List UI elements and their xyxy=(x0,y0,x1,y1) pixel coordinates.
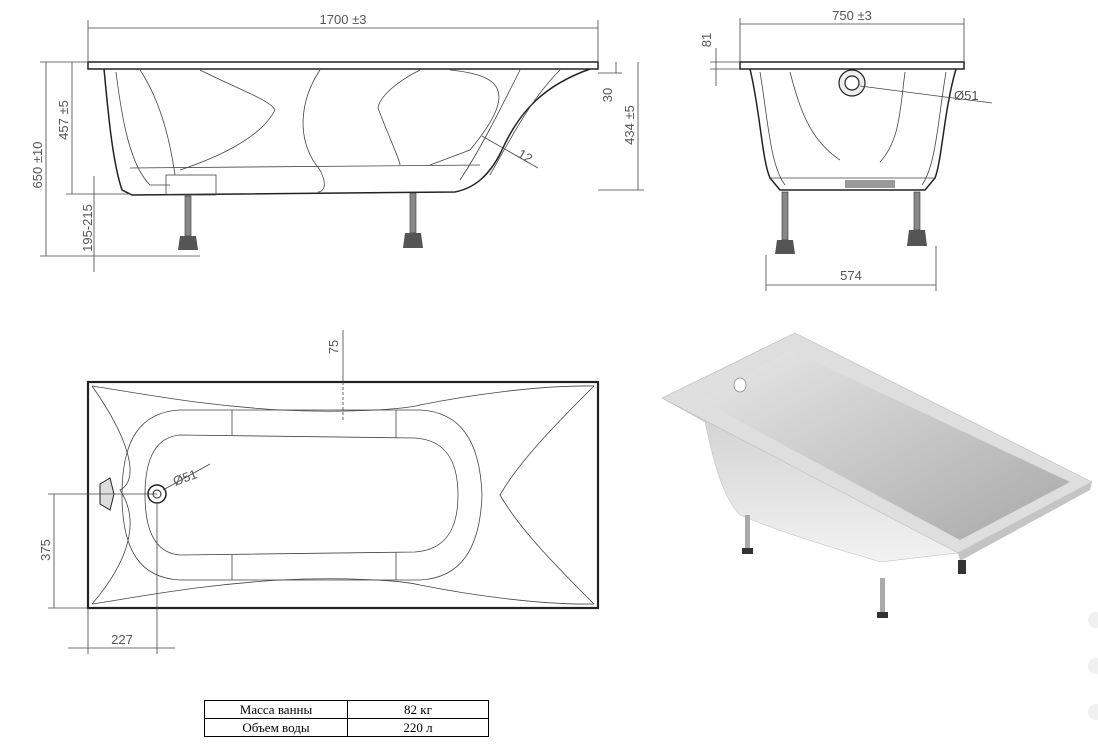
top-view: 75 Ø51 375 227 xyxy=(38,330,600,654)
dim-side-depth: 457 ±5 xyxy=(56,100,71,140)
dim-front-legs: 574 xyxy=(840,268,862,283)
side-control-button[interactable] xyxy=(1088,658,1098,674)
dim-top-drain: Ø51 xyxy=(171,466,199,489)
dim-side-legs: 195-215 xyxy=(80,204,95,252)
front-legs xyxy=(775,191,927,254)
dim-top-rim: 75 xyxy=(326,340,341,354)
dim-top-drain-y: 375 xyxy=(38,539,53,561)
table-row: Масса ванны 82 кг xyxy=(204,700,489,719)
side-control-button[interactable] xyxy=(1088,612,1098,628)
spec-value: 82 кг xyxy=(347,700,489,719)
side-legs xyxy=(178,192,423,250)
dim-side-rim: 30 xyxy=(600,88,615,102)
dim-side-wall: 12 xyxy=(515,146,535,166)
dim-side-length: 1700 ±3 xyxy=(320,12,367,27)
spec-label: Объем воды xyxy=(204,718,348,737)
dim-front-width: 750 ±3 xyxy=(832,8,872,23)
side-view: 1700 ±3 650 ±10 457 ±5 195-215 30 434 ±5… xyxy=(30,12,644,272)
dim-side-inner-depth: 434 ±5 xyxy=(622,105,637,145)
dim-front-rim: 81 xyxy=(699,33,714,47)
front-view: 750 ±3 81 Ø51 574 xyxy=(699,8,993,291)
side-controls xyxy=(1088,612,1098,750)
specs-table: Масса ванны 82 кг Объем воды 220 л xyxy=(204,700,489,737)
dim-front-drain: Ø51 xyxy=(954,88,979,103)
spec-value: 220 л xyxy=(347,718,489,737)
render-legs xyxy=(742,515,966,618)
dim-top-drain-x: 227 xyxy=(111,632,133,647)
table-row: Объем воды 220 л xyxy=(204,718,489,737)
bathtub-3d-render xyxy=(661,332,1093,618)
spec-label: Масса ванны xyxy=(204,700,348,719)
dim-side-total-height: 650 ±10 xyxy=(30,142,45,189)
side-control-button[interactable] xyxy=(1088,704,1098,720)
